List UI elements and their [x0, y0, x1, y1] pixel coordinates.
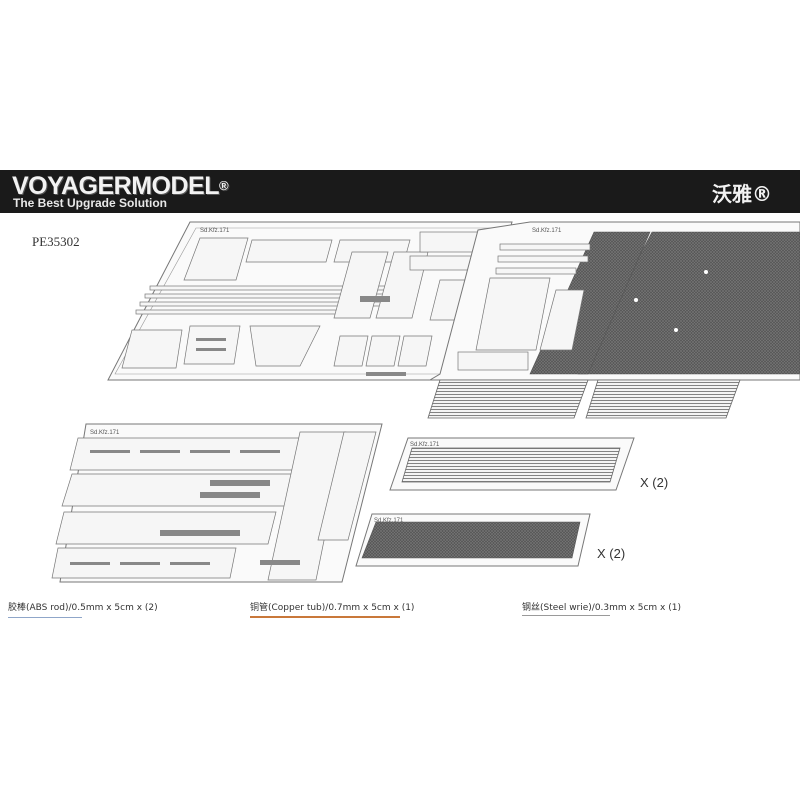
- fret-3: Sd.Kfz.171: [51, 423, 383, 583]
- fret-4-quantity: X (2): [640, 475, 669, 490]
- fret-3-label: Sd.Kfz.171: [90, 430, 120, 436]
- abs-rod-label: 胶棒(ABS rod)/0.5mm x 5cm x (2): [8, 603, 158, 613]
- copper-tube-label: 铜管(Copper tub)/0.7mm x 5cm x (1): [250, 603, 415, 613]
- fret-2: Sd.Kfz.171: [427, 221, 800, 419]
- brand-chinese-name: 沃雅®: [712, 182, 772, 206]
- fret-1: Sd.Kfz.171: [107, 221, 513, 381]
- fret-2-label: Sd.Kfz.171: [532, 228, 562, 234]
- fret-5-quantity: X (2): [597, 546, 626, 561]
- steel-wire-label: 钢丝(Steel wrie)/0.3mm x 5cm x (1): [522, 603, 681, 613]
- brand-tagline: The Best Upgrade Solution: [13, 196, 168, 210]
- fret-5: Sd.Kfz.171: [355, 513, 591, 567]
- fret-4-label: Sd.Kfz.171: [410, 442, 440, 448]
- steel-wire-line: [522, 615, 610, 616]
- product-code: PE35302: [32, 234, 80, 249]
- brand-banner: VOYAGERMODEL® The Best Upgrade Solution …: [0, 170, 800, 213]
- fret-1-label: Sd.Kfz.171: [200, 228, 230, 234]
- copper-tube-line: [250, 616, 400, 618]
- abs-rod-line: [8, 617, 82, 618]
- fret-5-label: Sd.Kfz.171: [374, 518, 404, 524]
- brand-logo: VOYAGERMODEL®: [12, 172, 229, 200]
- fret-4: Sd.Kfz.171: [389, 437, 635, 491]
